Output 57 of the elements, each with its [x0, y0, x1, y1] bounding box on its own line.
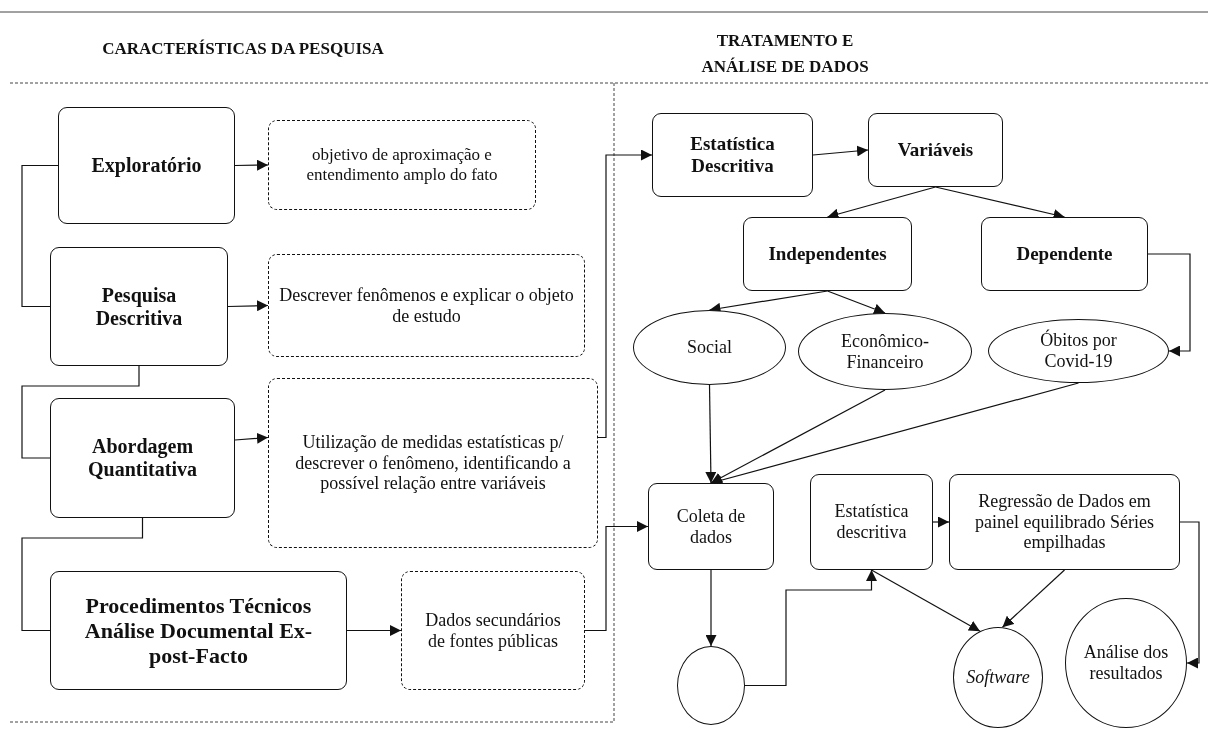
node-label: Exploratório: [91, 154, 202, 177]
arrow: [705, 384, 717, 484]
node-label: Coleta de dados: [675, 505, 747, 548]
node-label: Regressão de Dados em painel equilibrado Séries empilhadas: [974, 490, 1155, 554]
process-box: [648, 483, 774, 570]
process-box: [652, 113, 813, 197]
process-box: [50, 247, 228, 366]
node-label: Econômico-Financeiro: [840, 330, 930, 373]
node-label: Descrever fenômenos e explicar o objeto de estudo: [278, 284, 575, 327]
node-label: Dados secundários de fontes públicas: [424, 609, 562, 652]
process-box: [58, 107, 235, 224]
node-label: Análise dos resultados: [1082, 642, 1170, 684]
connector-line: [21, 365, 140, 459]
arrow: [584, 521, 649, 632]
arrow: [710, 389, 886, 484]
arrow: [1179, 521, 1200, 669]
node-label: Estatística descritiva: [833, 501, 910, 543]
arrow: [346, 625, 402, 636]
node-label: Abordagem Quantitativa: [87, 435, 198, 481]
node-label: Social: [687, 337, 732, 358]
section-heading: CARACTERÍSTICAS DA PESQUISA: [101, 38, 385, 60]
node-label: objetivo de aproximação e entendimento amplo do fato: [305, 145, 499, 185]
process-box: [743, 217, 912, 291]
node-label: Estatística Descritiva: [689, 133, 776, 177]
process-box: [981, 217, 1148, 291]
arrow: [227, 300, 269, 312]
node-label: Utilização de medidas estatísticas p/ descrever o fenômeno, identificando a possível relação entre variáveis: [294, 431, 572, 495]
arrow: [826, 290, 886, 315]
arrow: [234, 159, 269, 171]
arrow: [705, 569, 717, 647]
node-label: Variáveis: [897, 139, 974, 161]
node-label: Óbitos por Covid-19: [1039, 330, 1118, 372]
connector-line: [21, 164, 59, 308]
process-box: [50, 571, 347, 690]
dashed-note-box: [268, 254, 585, 357]
arrow: [597, 149, 653, 439]
arrow: [870, 569, 981, 632]
process-box: [50, 398, 235, 518]
node-label: Dependente: [1016, 243, 1113, 265]
node-label: Software: [966, 667, 1030, 688]
connector-line: [21, 517, 144, 632]
process-box: [868, 113, 1003, 187]
process-box: [949, 474, 1180, 570]
section-heading: TRATAMENTO E ANÁLISE DE DADOS: [700, 30, 870, 79]
dashed-note-box: [401, 571, 585, 690]
node-label: Procedimentos Técnicos Análise Documental Ex-post-Facto: [83, 592, 314, 669]
arrow: [1147, 253, 1191, 357]
process-box: [810, 474, 933, 570]
node-label: Pesquisa Descritiva: [94, 283, 184, 330]
arrow: [1001, 569, 1066, 628]
dashed-note-box: [268, 120, 536, 210]
node-label: Independentes: [768, 243, 887, 265]
arrow: [234, 432, 269, 444]
dashed-note-box: [268, 378, 598, 548]
arrow: [932, 516, 950, 528]
arrow: [744, 569, 877, 687]
arrow: [812, 145, 869, 157]
